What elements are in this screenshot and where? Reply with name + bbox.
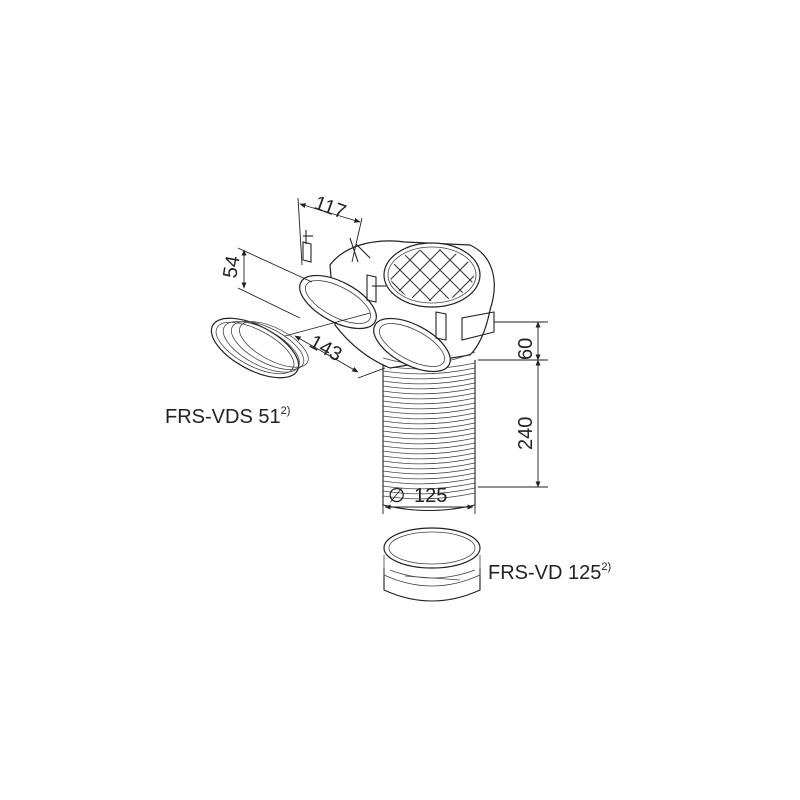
- dimension-240-text: 240: [515, 417, 537, 450]
- label-frs-vd-125-note: 2): [601, 561, 611, 573]
- dimension-60-text: 60: [515, 338, 537, 360]
- hose-rib: [382, 472, 476, 480]
- hose-rib: [382, 367, 476, 375]
- dimension-60: 60: [478, 321, 548, 361]
- top-round-opening: [383, 242, 481, 308]
- dimension-240: 240: [478, 359, 548, 488]
- mounting-clips: [302, 230, 495, 341]
- hose-rib: [382, 402, 476, 410]
- hose-rib: [382, 447, 476, 455]
- hose-rib: [382, 427, 476, 435]
- hose-rib: [382, 462, 476, 470]
- hose-rib: [382, 412, 476, 420]
- hose-rib: [382, 442, 476, 450]
- label-frs-vd-125-name: FRS-VD 125: [488, 562, 601, 584]
- hose-ribs: [382, 362, 476, 500]
- hose-rib: [382, 487, 476, 495]
- hose-rib: [382, 422, 476, 430]
- hose-rib: [382, 482, 476, 490]
- dimension-54: 54: [219, 247, 313, 319]
- hose-rib: [382, 372, 476, 380]
- hose-rib: [382, 387, 476, 395]
- label-frs-vd-125: FRS-VD 1252): [488, 561, 611, 584]
- corrugated-hose: [382, 358, 476, 512]
- left-oval-outlet: [299, 274, 377, 330]
- label-frs-vds-51-note: 2): [281, 405, 291, 417]
- dimension-diameter-125: ∅ 125: [382, 485, 476, 514]
- label-frs-vds-51: FRS-VDS 512): [165, 405, 290, 428]
- label-frs-vds-51-name: FRS-VDS 51: [165, 406, 281, 428]
- hose-rib: [382, 452, 476, 460]
- dimension-117-text: 117: [311, 192, 348, 224]
- round-seal: [383, 527, 481, 602]
- diameter-symbol: ∅: [388, 485, 405, 507]
- dimension-54-text: 54: [219, 254, 245, 280]
- hose-rib: [382, 382, 476, 390]
- front-oval-outlet: [373, 317, 451, 373]
- hose-rib: [382, 457, 476, 465]
- hose-rib: [382, 417, 476, 425]
- hose-rib: [382, 432, 476, 440]
- oval-seal: [210, 317, 309, 379]
- dimension-125-text: 125: [414, 485, 447, 507]
- hose-rib: [382, 492, 476, 500]
- hose-rib: [382, 397, 476, 405]
- hose-rib: [382, 392, 476, 400]
- hose-rib: [382, 407, 476, 415]
- hose-rib: [382, 467, 476, 475]
- hose-rib: [382, 477, 476, 485]
- dimension-143-text: 143: [306, 331, 346, 366]
- hose-rib: [382, 377, 476, 385]
- hose-rib: [382, 437, 476, 445]
